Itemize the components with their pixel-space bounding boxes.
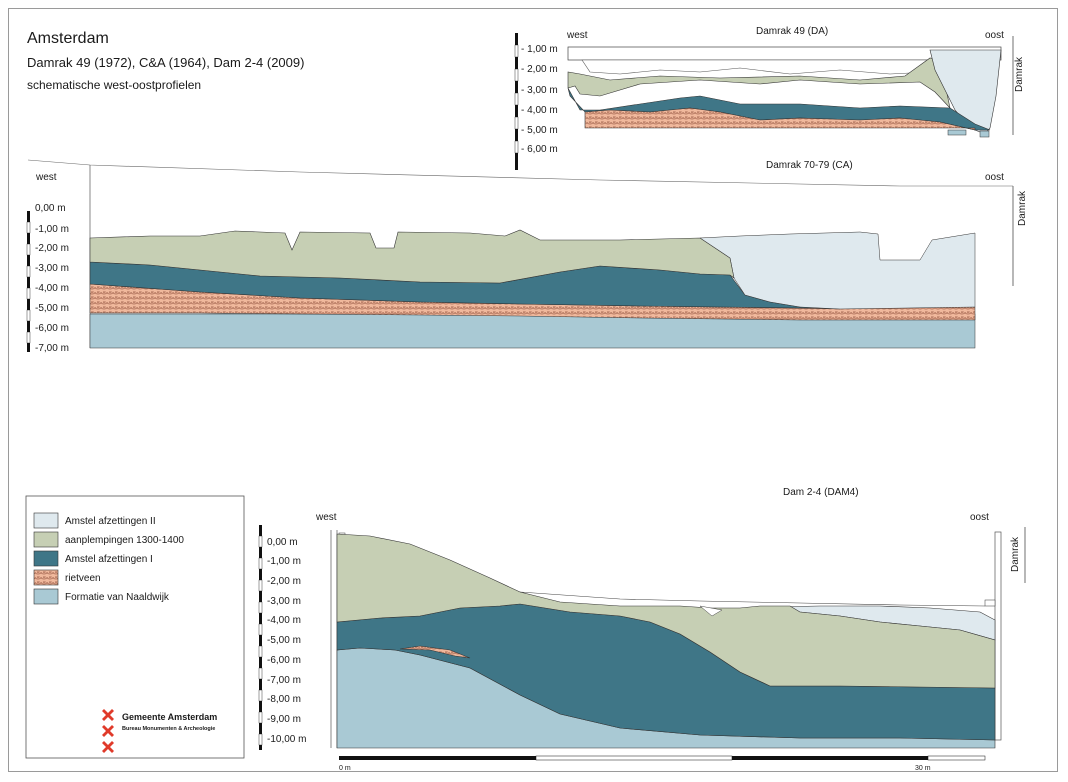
- legend-box: [25, 495, 245, 759]
- scalebar-end: 30 m: [915, 765, 931, 772]
- legend-label: Amstel afzettingen I: [65, 554, 153, 565]
- naaldwijk-fragment: [979, 130, 990, 138]
- scale-tick: -7,00 m: [35, 343, 69, 354]
- scale-tick: -2,00 m: [35, 243, 69, 254]
- profile-damrak49: Damrak 49 (DA) west oost Damrak - 1,00 m…: [514, 26, 1025, 170]
- section-edge-east: [994, 531, 1002, 741]
- profile-title: Damrak 49 (DA): [756, 26, 828, 37]
- legend-swatch-amstel-i: [33, 550, 59, 567]
- scale-tick: -6,00 m: [35, 323, 69, 334]
- scale-tick: -3,00 m: [35, 263, 69, 274]
- scale-tick: 0,00 m: [267, 537, 298, 548]
- scale-tick: -10,00 m: [267, 734, 306, 745]
- profile-title: Damrak 70-79 (CA): [766, 160, 853, 171]
- scalebar-start: 0 m: [339, 765, 351, 772]
- depth-scale: 0,00 m -1,00 m -2,00 m -3,00 m -4,00 m -…: [258, 525, 306, 750]
- east-label: oost: [985, 30, 1004, 41]
- legend-label: Amstel afzettingen II: [65, 516, 156, 527]
- layer-amstel-ii: [929, 49, 1002, 135]
- legend: Amstel afzettingen II aanplempingen 1300…: [25, 495, 245, 759]
- legend-swatch-aanplempingen: [33, 531, 59, 548]
- scale-tick: -8,00 m: [267, 694, 301, 705]
- surface-line: [27, 159, 1013, 187]
- naaldwijk-fragment: [947, 129, 967, 136]
- scale-tick: - 6,00 m: [521, 144, 558, 155]
- scale-tick: -5,00 m: [35, 303, 69, 314]
- scale-tick: -7,00 m: [267, 675, 301, 686]
- scale-tick: -9,00 m: [267, 714, 301, 725]
- logo-department: Bureau Monumenten & Archeologie: [122, 726, 215, 732]
- header-city: Amsterdam: [27, 30, 109, 47]
- west-label: west: [315, 512, 337, 523]
- scale-tick: -4,00 m: [267, 615, 301, 626]
- east-label: oost: [985, 172, 1004, 183]
- scale-tick: -4,00 m: [35, 283, 69, 294]
- east-label: oost: [970, 512, 989, 523]
- layer-rietveen: [399, 645, 471, 659]
- legend-swatch-naaldwijk: [33, 588, 59, 605]
- scale-tick: - 4,00 m: [521, 105, 558, 116]
- scale-tick: - 1,00 m: [521, 44, 558, 55]
- gemeente-amsterdam-logo: Gemeente Amsterdam Bureau Monumenten & A…: [102, 709, 217, 753]
- profile-ca: Damrak 70-79 (CA) west oost Damrak 0,00 …: [26, 159, 1028, 354]
- legend-swatch-rietveen: [33, 569, 59, 586]
- scale-tick: 0,00 m: [35, 203, 66, 214]
- pit-feature: [699, 605, 723, 617]
- header-sites: Damrak 49 (1972), C&A (1964), Dam 2-4 (2…: [27, 55, 304, 70]
- west-label: west: [566, 30, 588, 41]
- legend-label: Formatie van Naaldwijk: [65, 592, 170, 603]
- layer-rietveen: [584, 107, 976, 131]
- street-label: Damrak: [1010, 536, 1021, 572]
- scale-tick: -3,00 m: [267, 596, 301, 607]
- header-subtitle: schematische west-oostprofielen: [27, 78, 201, 92]
- west-label: west: [35, 172, 57, 183]
- layer-aanplempingen: [567, 57, 951, 109]
- scale-tick: -6,00 m: [267, 655, 301, 666]
- scale-tick: - 2,00 m: [521, 64, 558, 75]
- layer-aanplempingen: [336, 533, 996, 689]
- horizontal-scalebar: 0 m 30 m: [339, 755, 986, 772]
- wall-fragment: [984, 599, 996, 607]
- legend-label: aanplempingen 1300-1400: [65, 535, 184, 546]
- scale-tick: -1,00 m: [35, 224, 69, 235]
- profile-dam4: Dam 2-4 (DAM4) west oost Damrak: [258, 487, 1026, 772]
- street-label: Damrak: [1017, 190, 1028, 226]
- street-label: Damrak: [1014, 56, 1025, 92]
- legend-swatch-amstel-ii: [33, 512, 59, 529]
- scale-tick: - 3,00 m: [521, 85, 558, 96]
- depth-scale: 0,00 m -1,00 m -2,00 m -3,00 m -4,00 m -…: [26, 203, 69, 354]
- logo-name: Gemeente Amsterdam: [122, 712, 217, 722]
- scale-tick: -5,00 m: [267, 635, 301, 646]
- disturbed-zone: [581, 59, 931, 75]
- layer-aanplempingen: [89, 229, 735, 284]
- layer-amstel-ii: [699, 231, 976, 310]
- scale-tick: - 5,00 m: [521, 125, 558, 136]
- depth-scale: - 1,00 m - 2,00 m - 3,00 m - 4,00 m - 5,…: [514, 33, 558, 170]
- legend-label: rietveen: [65, 573, 101, 584]
- profile-title: Dam 2-4 (DAM4): [783, 487, 859, 498]
- scale-tick: -1,00 m: [267, 556, 301, 567]
- scale-tick: -2,00 m: [267, 576, 301, 587]
- surface-line: [519, 591, 986, 607]
